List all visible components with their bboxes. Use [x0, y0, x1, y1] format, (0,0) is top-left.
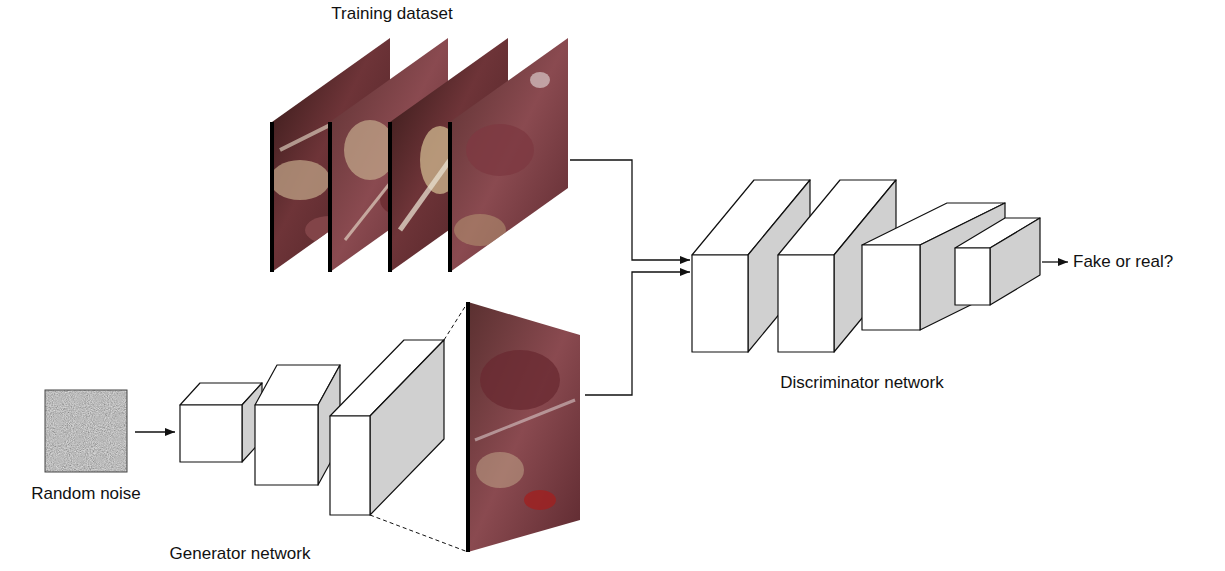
discriminator-group: Discriminator network [690, 175, 1045, 400]
output-arrow [1042, 261, 1068, 262]
dataset-group: Training dataset [268, 2, 570, 276]
flow-arrow [135, 431, 175, 432]
node-label: Discriminator network [780, 373, 943, 393]
training-image [450, 38, 568, 272]
noise-border [45, 390, 127, 472]
discriminator-layer [955, 218, 1040, 305]
node-label: Training dataset [331, 4, 452, 24]
generator-layer [330, 340, 444, 515]
flow-arrow [585, 272, 690, 395]
noise-group: Random noise [38, 385, 135, 505]
generated-image [468, 302, 580, 552]
generator-layer [180, 383, 262, 462]
generator-layer [255, 365, 340, 485]
node-label: Generator network [170, 544, 311, 564]
generator-group: Generator network [175, 296, 585, 571]
output-label: Fake or real? [1073, 252, 1173, 272]
noise-image [45, 390, 127, 472]
flow-arrow [570, 160, 690, 260]
projection-lines [370, 302, 468, 552]
discriminator-layer [862, 203, 1005, 330]
node-label: Random noise [31, 484, 141, 504]
